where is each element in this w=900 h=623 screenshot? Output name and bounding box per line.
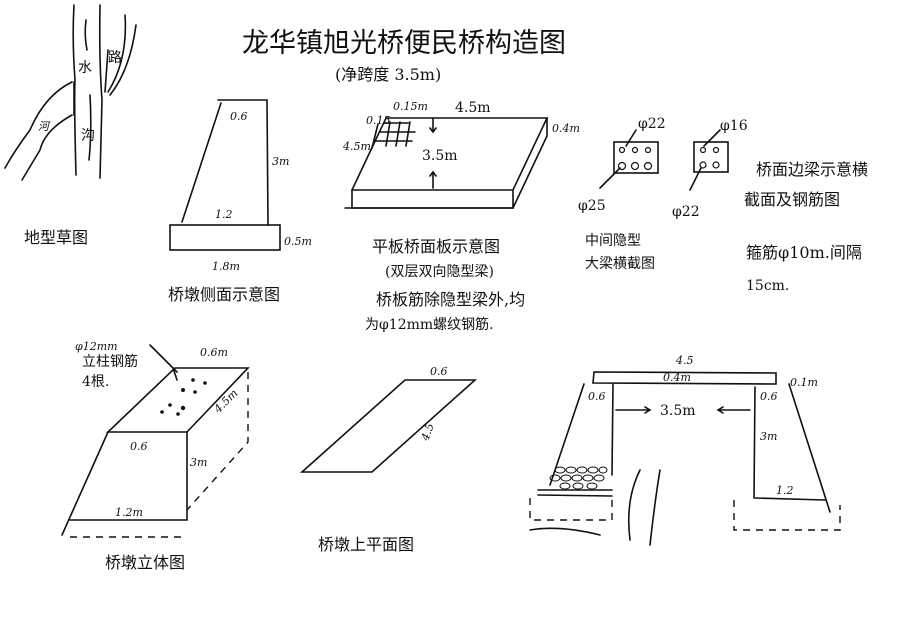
footing-height: 0.5m bbox=[284, 235, 312, 248]
pier3d-length: 4.5m bbox=[211, 387, 241, 417]
rebar-note-2: 立柱钢筋 bbox=[82, 353, 138, 370]
terrain-sketch: 水 路 沟 河 地型草图 bbox=[4, 4, 137, 247]
rebar-spacing-y: 0.15 bbox=[366, 114, 391, 127]
stirrup-note-1: 箍筋φ10m.间隔 bbox=[746, 243, 862, 262]
plan-width: 0.6 bbox=[430, 365, 448, 378]
elev-seat: 0.1m bbox=[790, 376, 818, 389]
deck-caption: 平板桥面板示意图 bbox=[372, 237, 500, 256]
bridge-elevation: 4.5 0.4m 0.1m 0.6 0.6 3.5m 3m 1.2 bbox=[529, 354, 841, 546]
pier3d-caption: 桥墩立体图 bbox=[105, 553, 185, 572]
pier-side-view: 0.6 3m 1.2 0.5m 1.8m 桥墩侧面示意图 bbox=[168, 99, 312, 304]
rebar-note-3: 4根. bbox=[82, 374, 109, 390]
pier3d-front-top: 0.6 bbox=[130, 440, 148, 453]
pier3d-bottom: 1.2m bbox=[115, 506, 143, 519]
pier-top-plan: 0.6 4.5 桥墩上平面图 bbox=[299, 365, 478, 554]
deck-note-line1: 桥板筋除隐型梁外,均 bbox=[376, 290, 525, 309]
footing-width: 1.8m bbox=[212, 260, 240, 273]
pier-top-width: 0.6 bbox=[230, 110, 248, 123]
deck-thickness: 0.4m bbox=[552, 122, 580, 135]
edge-beam-caption-2: 截面及钢筋图 bbox=[744, 190, 840, 209]
rebar-spacing-x: 0.15m bbox=[393, 100, 428, 113]
plan-caption: 桥墩上平面图 bbox=[318, 535, 414, 554]
middle-top-bar: φ22 bbox=[638, 116, 666, 132]
pier3d-top-width: 0.6m bbox=[200, 346, 228, 359]
plan-length: 4.5 bbox=[418, 422, 437, 444]
pier-side-caption: 桥墩侧面示意图 bbox=[168, 285, 280, 304]
elev-height: 3m bbox=[760, 430, 777, 443]
middle-beam-caption-1: 中间隐型 bbox=[585, 233, 641, 249]
rebar-note-1: φ12mm bbox=[75, 340, 118, 353]
middle-beam-caption-2: 大梁横截图 bbox=[585, 256, 655, 272]
elev-clear-span: 3.5m bbox=[660, 403, 696, 419]
deck-slab: 0.15m 0.15 4.5m 4.5m 0.4m 3.5m 平板桥面板示意图 … bbox=[342, 100, 580, 333]
ditch-label: 沟 bbox=[81, 128, 95, 144]
edge-beam-caption-1: 桥面边梁示意横 bbox=[756, 160, 868, 179]
terrain-caption: 地型草图 bbox=[24, 228, 88, 247]
pier3d-height: 3m bbox=[190, 456, 207, 469]
river-label: 河 bbox=[38, 120, 51, 133]
pier-3d-view: φ12mm 立柱钢筋 4根. 0.6m 4.5m 0.6 3m 1.2m 桥墩立… bbox=[61, 340, 250, 572]
drawing-subtitle: (净跨度 3.5m) bbox=[335, 65, 441, 84]
pier-bottom-width: 1.2 bbox=[215, 208, 233, 221]
pier-height: 3m bbox=[272, 155, 289, 168]
edge-bottom-bar: φ22 bbox=[672, 204, 700, 220]
stirrup-note-2: 15cm. bbox=[746, 278, 789, 294]
elev-left-top: 0.6 bbox=[588, 390, 606, 403]
deck-length: 4.5m bbox=[455, 100, 491, 116]
edge-beam-section bbox=[693, 141, 729, 173]
middle-beam-section bbox=[613, 141, 659, 174]
water-label: 水 bbox=[78, 60, 92, 76]
edge-top-bar: φ16 bbox=[720, 118, 748, 134]
elev-deck-length: 4.5 bbox=[675, 354, 694, 367]
elev-right-top: 0.6 bbox=[760, 390, 778, 403]
road-label: 路 bbox=[108, 50, 122, 66]
elev-bottom: 1.2 bbox=[776, 484, 794, 497]
middle-bottom-bar: φ25 bbox=[578, 198, 606, 214]
deck-note-line2: 为φ12mm螺纹钢筋. bbox=[365, 316, 494, 333]
elev-deck-thickness: 0.4m bbox=[663, 371, 691, 384]
grid-label: 4.5m bbox=[342, 140, 371, 153]
deck-caption-note: (双层双向隐型梁) bbox=[385, 264, 494, 280]
deck-span: 3.5m bbox=[422, 148, 458, 164]
beam-sections: φ22 φ25 φ16 φ22 中间隐型 大梁横截图 桥面边梁示意横 截面及钢筋… bbox=[578, 116, 868, 294]
drawing-title: 龙华镇旭光桥便民桥构造图 bbox=[242, 28, 566, 59]
